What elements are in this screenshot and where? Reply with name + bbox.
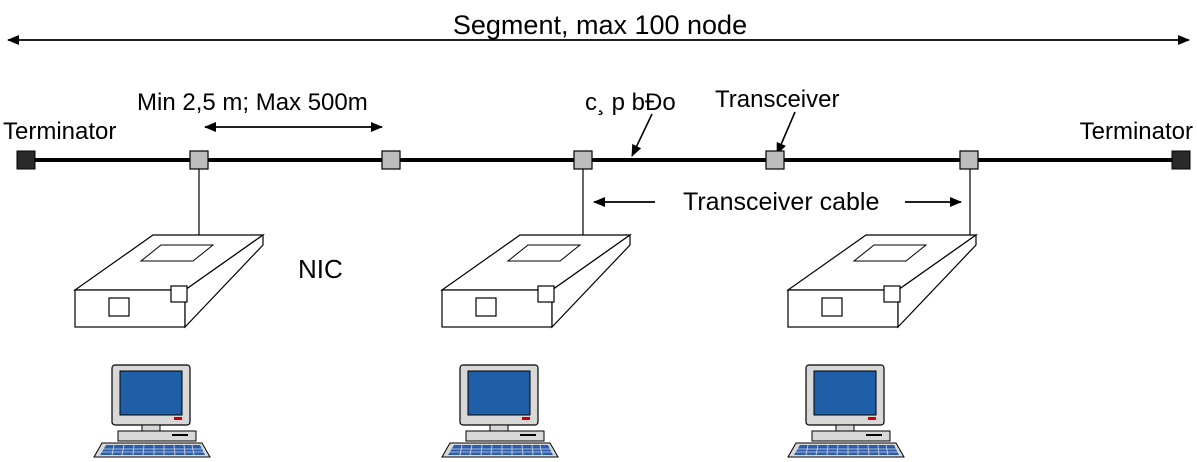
terminator-right-label: Terminator: [1080, 118, 1193, 145]
computer-icon: [441, 364, 559, 458]
distance-label: Min 2,5 m; Max 500m: [137, 89, 368, 116]
transceiver-icon: [959, 150, 979, 170]
transceiver-pointer: [776, 111, 796, 155]
terminator-icon: [16, 150, 36, 170]
nic-card-icon: [787, 234, 977, 328]
nic-card-icon: [74, 234, 264, 328]
transceiver-icon: [573, 150, 593, 170]
cable-label: c¸ p bÐo: [585, 89, 676, 116]
nic-label: NIC: [298, 254, 343, 284]
transceiver-icon: [381, 150, 401, 170]
transceiver-icon: [765, 150, 785, 170]
cable-pointer: [631, 113, 653, 157]
segment-label: Segment, max 100 node: [453, 10, 747, 40]
nic-card-icon: [441, 234, 631, 328]
computer-icon: [787, 364, 905, 458]
transceiver-label: Transceiver: [715, 86, 839, 113]
transceiver-icon: [189, 150, 209, 170]
terminator-left-label: Terminator: [3, 118, 116, 145]
terminator-icon: [1171, 150, 1191, 170]
transceiver-cable-label: Transceiver cable: [683, 188, 879, 216]
computer-icon: [93, 364, 211, 458]
